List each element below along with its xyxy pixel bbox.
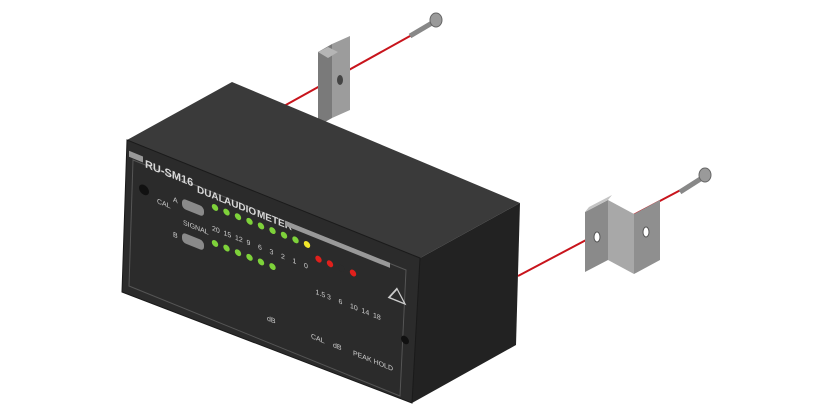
led-channel-a [269,227,276,235]
meter-bar [285,220,390,268]
led-channel-b [246,253,253,261]
led-channel-a [234,213,242,221]
led-channel-a [349,269,357,277]
lower-screw [678,167,712,195]
peak-hold-hole [401,335,409,345]
audio-meter-chassis [121,82,520,404]
led-channel-b [269,263,276,271]
scale-label: 9 [247,237,251,247]
scale-label: 15 [224,228,232,240]
led-channel-a [338,264,345,272]
scale-label: 6 [339,296,343,306]
upper-rack-bracket [318,36,350,126]
led-channel-b [211,239,219,247]
led-array [211,203,357,277]
scale-label: 12 [235,233,243,245]
led-channel-a [326,260,334,268]
led-channel-a [223,208,230,216]
channel-b-button[interactable] [182,232,204,251]
scale-label: 2 [281,251,285,261]
upper-screw [408,12,443,39]
scale-label: 20 [212,223,220,235]
led-channel-a [246,217,253,225]
scale-label: 14 [362,306,370,318]
bottom-label-db2: dB [333,340,342,352]
led-channel-a [292,236,299,244]
channel-a-button[interactable] [182,198,204,217]
led-channel-a [257,222,265,230]
led-channel-b [234,249,242,257]
cal-hole [139,184,149,196]
chassis-side [412,203,520,403]
chassis-top [127,82,520,258]
channel-a-label: A [173,195,178,206]
led-channel-b [257,258,265,266]
led-channel-b [223,244,230,252]
scale-label: 3 [327,292,331,302]
scale-label: 0 [304,261,308,271]
lower-rack-bracket [585,195,660,274]
bottom-label-db1: dB [267,314,276,326]
scale-label: 6 [258,242,262,252]
scale-label: 18 [373,310,381,322]
scale-label: 1.5 [316,287,326,300]
scale-label: 3 [270,247,274,257]
brand-logo [387,287,407,306]
channel-b-label: B [173,230,178,241]
scale-label: 1 [293,256,297,266]
upper-mount-guide-line [283,25,429,107]
led-channel-a [211,203,219,211]
scale-label: 10 [350,301,358,313]
led-channel-a [315,255,322,263]
led-channel-a [303,241,311,248]
led-channel-a [280,231,288,239]
